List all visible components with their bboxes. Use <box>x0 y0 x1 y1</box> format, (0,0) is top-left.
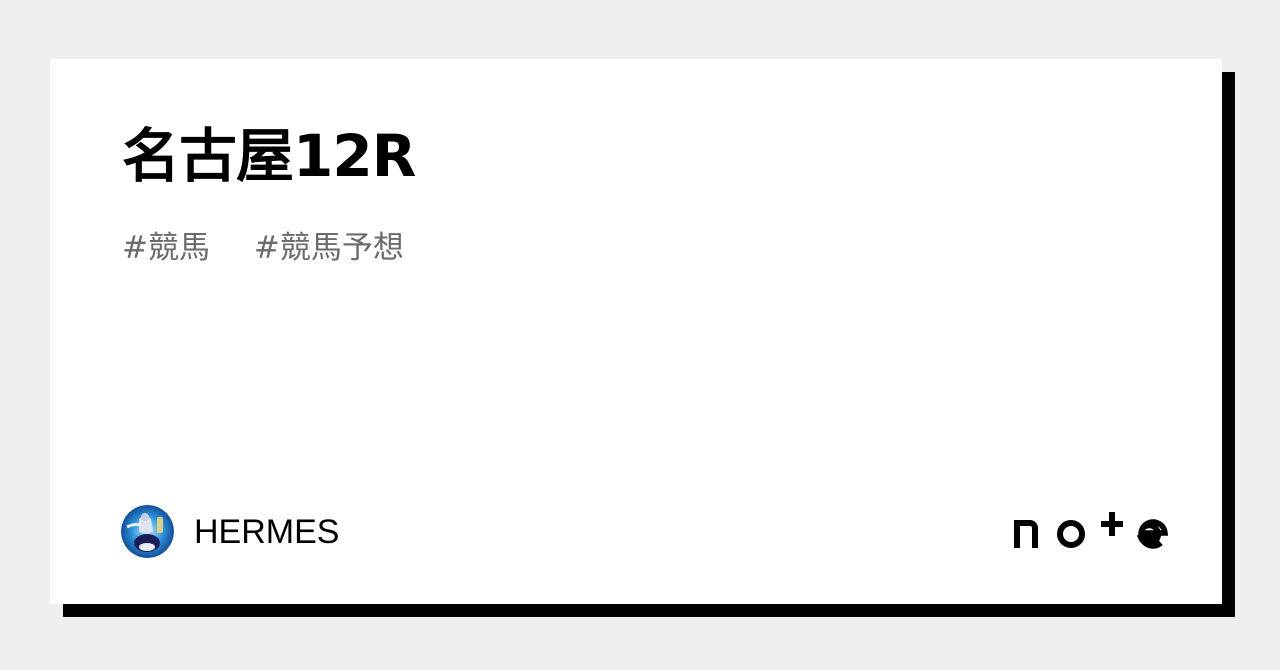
article-title: 名古屋12R <box>122 122 416 190</box>
hashtag[interactable]: #競馬予想 <box>253 230 404 266</box>
note-logo-icon <box>1014 512 1169 549</box>
avatar <box>121 505 174 558</box>
hashtag[interactable]: #競馬 <box>122 230 210 266</box>
author-name: HERMES <box>194 512 340 551</box>
author-info[interactable]: HERMES <box>121 505 339 558</box>
hashtag-list: #競馬 #競馬予想 <box>122 233 438 264</box>
og-card: 名古屋12R #競馬 #競馬予想 HERMES <box>50 59 1222 604</box>
